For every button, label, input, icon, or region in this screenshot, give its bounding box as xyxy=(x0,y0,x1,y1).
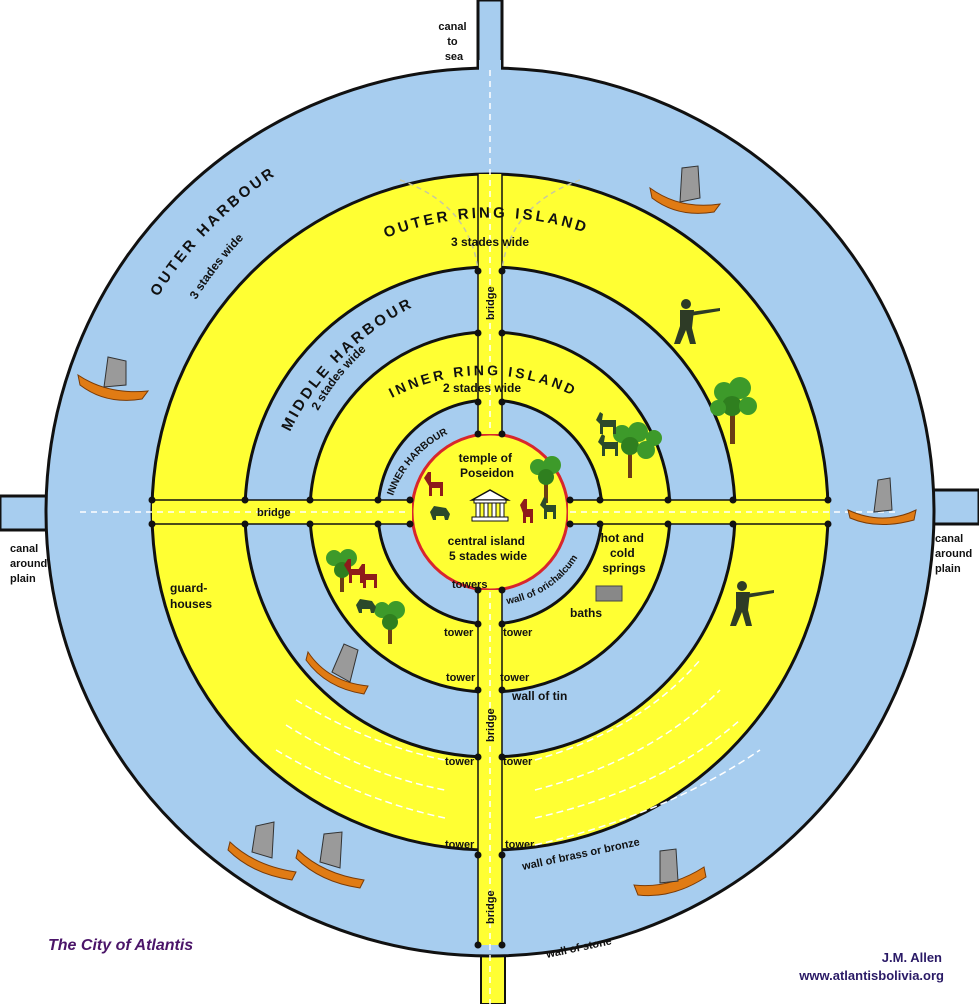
wall-junctions xyxy=(148,267,832,949)
boat-icon xyxy=(649,165,722,214)
tower-label: tower xyxy=(500,672,530,684)
boat-icon xyxy=(77,356,150,401)
tree-icon xyxy=(613,422,662,478)
boat-icon xyxy=(633,848,707,897)
tower-label: tower xyxy=(444,627,474,639)
temple-icon xyxy=(469,489,511,522)
soldier-icon xyxy=(674,299,720,344)
wall-tin-label: wall of tin xyxy=(511,689,567,703)
llama-icon xyxy=(344,472,533,588)
baths-pool xyxy=(595,585,623,602)
boat-icon xyxy=(305,643,369,695)
towers-label: towers xyxy=(452,579,487,591)
tree-icon xyxy=(374,601,405,644)
tower-label: tower xyxy=(503,627,533,639)
canal-left-label: canal around plain xyxy=(10,543,50,585)
tower-label: tower xyxy=(445,839,475,851)
hot-springs-label: hot and cold springs xyxy=(601,531,648,575)
bridge-label-south-outer: bridge xyxy=(485,890,497,924)
outer-ring-width-label: 3 stades wide xyxy=(451,235,529,249)
boat-icon xyxy=(227,821,297,881)
page-title: The City of Atlantis xyxy=(48,937,193,954)
temple-label: temple of Poseidon xyxy=(459,451,516,480)
tower-label: tower xyxy=(505,839,535,851)
inner-ring-width-label: 2 stades wide xyxy=(443,381,521,395)
guard-house-rows xyxy=(275,659,761,846)
baths-label: baths xyxy=(570,606,602,620)
goat-icon xyxy=(356,412,618,613)
bridges xyxy=(80,70,900,1004)
soldier-icon xyxy=(730,581,774,626)
credit-website: www.atlantisbolivia.org xyxy=(798,968,944,983)
tower-label: tower xyxy=(446,672,476,684)
canal-to-sea-label: canal to sea xyxy=(438,21,469,63)
tree-icon xyxy=(710,377,757,444)
guard-houses-label: guard- houses xyxy=(170,581,212,611)
bridge-east xyxy=(568,500,830,524)
tree-icon xyxy=(530,456,561,503)
bridge-label-north: bridge xyxy=(485,286,497,320)
boat-icon xyxy=(847,477,917,526)
bridge-label-south: bridge xyxy=(485,708,497,742)
tower-label: tower xyxy=(445,756,475,768)
credit-author: J.M. Allen xyxy=(882,950,942,965)
bridge-label-west: bridge xyxy=(257,507,291,519)
boat-icon xyxy=(295,831,365,889)
tower-label: tower xyxy=(503,756,533,768)
canal-right-label: canal around plain xyxy=(935,533,975,575)
central-island-label: central island 5 stades wide xyxy=(448,534,529,563)
